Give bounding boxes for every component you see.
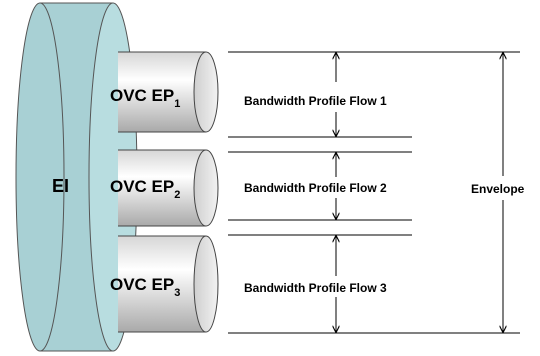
- flow-2-label: Bandwidth Profile Flow 2: [244, 181, 387, 195]
- ovc-ep-cylinder-1: [118, 51, 219, 133]
- flow-3-label: Bandwidth Profile Flow 3: [244, 281, 387, 295]
- ovc-ep-subscript-3: 3: [174, 287, 180, 299]
- ei-disk-front: [15, 2, 65, 352]
- ovc-ep-subscript-1: 1: [174, 98, 180, 110]
- flow-1-label: Bandwidth Profile Flow 1: [244, 94, 387, 108]
- ovc-ep-subscript-2: 2: [174, 189, 180, 201]
- ovc-ep-cylinder-2: [118, 149, 219, 227]
- ovc-ep-label-3: OVC EP3: [110, 275, 180, 299]
- envelope-label: Envelope: [471, 182, 525, 196]
- ovc-ep-cylinder-3: [118, 235, 219, 333]
- flow-boundaries: [228, 51, 520, 334]
- ei-label: EI: [52, 176, 69, 196]
- ovc-ep-label-2: OVC EP2: [110, 177, 180, 201]
- ovc-ep-label-1: OVC EP1: [110, 86, 180, 110]
